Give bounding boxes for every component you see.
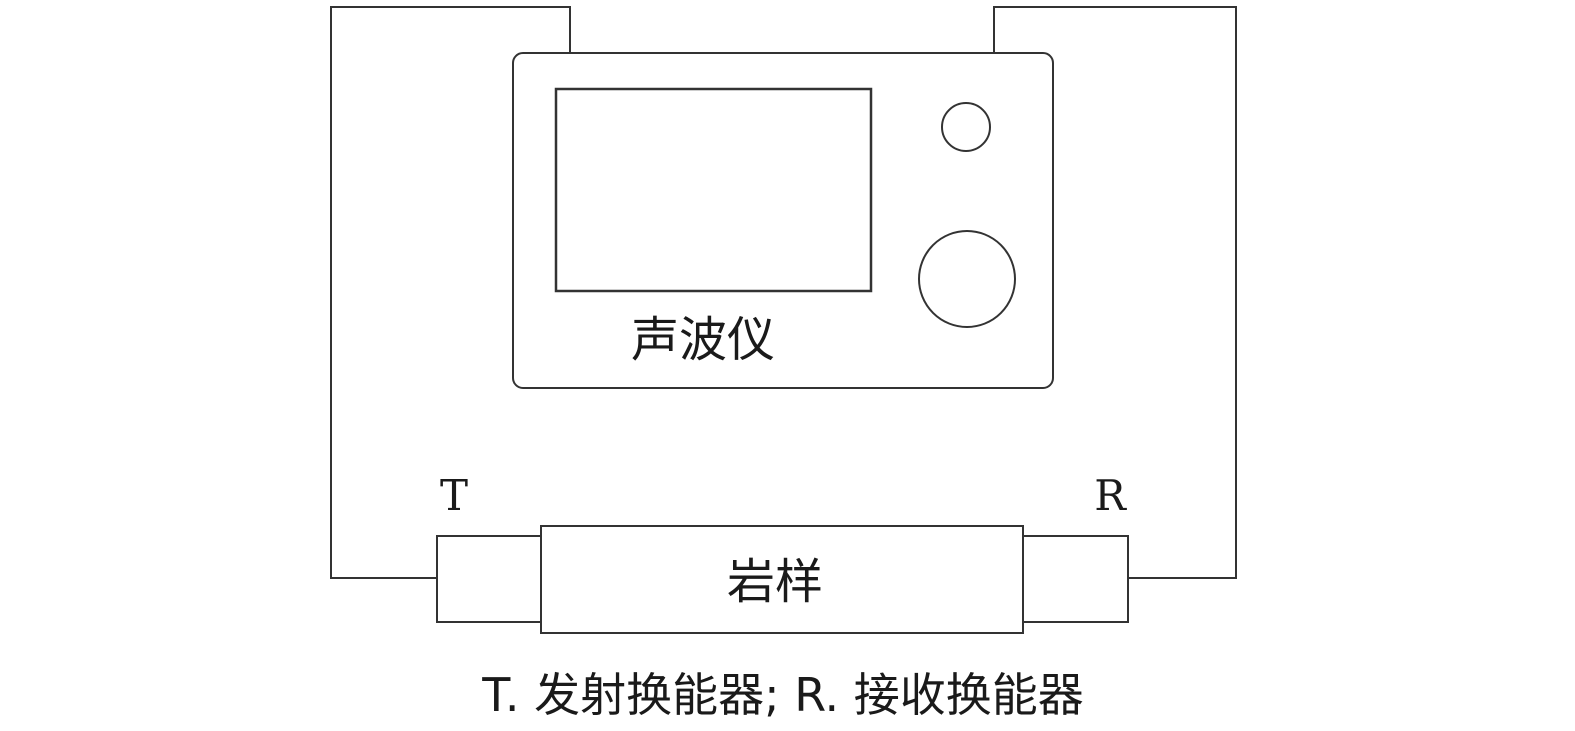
- left-wire: [330, 6, 571, 579]
- large-knob-icon: [918, 230, 1016, 328]
- transmit-letter: T: [440, 471, 468, 520]
- rock-sample: [540, 525, 1024, 634]
- receive-transducer: [1022, 535, 1129, 623]
- small-knob-icon: [941, 102, 991, 152]
- diagram-caption: T. 发射换能器; R. 接收换能器: [481, 668, 1084, 722]
- rock-sample-label: 岩样: [727, 554, 823, 610]
- right-wire: [993, 6, 1237, 579]
- instrument-screen: [554, 87, 873, 293]
- receive-letter: R: [1094, 471, 1127, 520]
- instrument-label: 声波仪: [631, 312, 775, 368]
- transmit-transducer: [436, 535, 542, 623]
- sonic-instrument: [512, 52, 1054, 389]
